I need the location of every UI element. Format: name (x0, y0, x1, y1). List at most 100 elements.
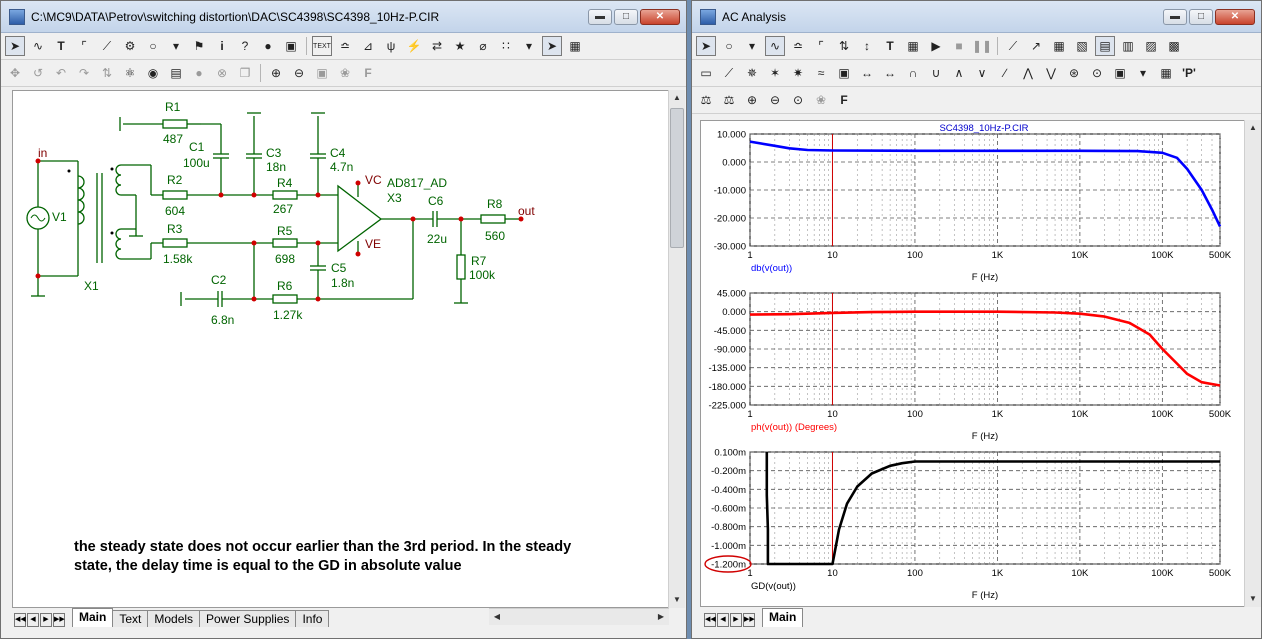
grid-lines-icon[interactable]: ▨ (1145, 39, 1157, 53)
tab-power-supplies[interactable]: Power Supplies (199, 610, 297, 627)
text-box-icon[interactable]: TEXT (312, 36, 332, 56)
high-move-icon[interactable]: ∧ (954, 66, 964, 80)
prev-tab-icon[interactable]: ◀ (27, 613, 39, 627)
dropdown-arrow-icon[interactable]: ▾ (172, 39, 180, 53)
tokens-icon[interactable]: ⟋ (724, 65, 734, 80)
run-icon[interactable]: ▶ (931, 39, 941, 53)
select-mode-icon[interactable]: ➤ (5, 36, 25, 56)
first-tab-icon[interactable]: ◀◀ (14, 613, 26, 627)
tab-text[interactable]: Text (112, 610, 149, 627)
ac-select-icon[interactable]: ➤ (696, 36, 716, 56)
scroll-right-icon[interactable]: ▶ (657, 612, 665, 621)
peak-icon[interactable]: ✵ (746, 66, 758, 80)
cursor-mode-icon[interactable]: ≏ (792, 39, 804, 53)
cancel-icon[interactable]: ⊗ (216, 66, 228, 80)
ac-palette-icon[interactable]: ❀ (815, 93, 827, 107)
valley-move-icon[interactable]: ∪ (931, 66, 941, 80)
scroll-left-icon[interactable]: ◀ (493, 612, 501, 621)
ac-prev-tab-icon[interactable]: ◀ (717, 613, 729, 627)
ac-zoom-in-icon[interactable]: ⊕ (746, 93, 758, 107)
last-tab-icon[interactable]: ▶▶ (53, 613, 65, 627)
zoom-in-icon[interactable]: ⊕ (270, 66, 282, 80)
pause-icon[interactable]: ❚❚ (971, 39, 993, 53)
ac-font-icon[interactable]: F (840, 93, 848, 107)
point-tag-icon[interactable]: ⌜ (818, 39, 824, 53)
minor-grid-icon[interactable]: ▤ (1095, 36, 1115, 56)
schematic-horizontal-scrollbar[interactable]: ◀ ▶ (489, 608, 669, 625)
ortho-wire-icon[interactable]: ⌜ (81, 39, 87, 53)
flag-icon[interactable]: ⚑ (193, 39, 205, 53)
properties-icon[interactable]: ▦ (569, 39, 581, 53)
data-points-icon[interactable]: ▭ (700, 66, 712, 80)
ac-camera-icon[interactable]: ▣ (1114, 66, 1126, 80)
vertical-tag-icon[interactable]: ↕ (864, 39, 870, 53)
tab-main[interactable]: Main (72, 608, 114, 627)
ac-zoom-out-icon[interactable]: ⊖ (769, 93, 781, 107)
scale-y-icon[interactable]: ⚖ (723, 93, 735, 107)
ac-more-icon[interactable]: ▾ (1139, 66, 1147, 80)
pin-connections-icon[interactable]: ⚡ (406, 39, 422, 53)
ac-next-tab-icon[interactable]: ▶ (730, 613, 742, 627)
diagonal-wire-icon[interactable]: ⟋ (102, 38, 112, 53)
horizontal-tag-icon[interactable]: ⇅ (838, 39, 850, 53)
schematic-vertical-scrollbar[interactable]: ▲ ▼ (668, 90, 685, 608)
redo-icon[interactable]: ↷ (78, 66, 90, 80)
palette-icon[interactable]: ❀ (339, 66, 351, 80)
move-icon[interactable]: ✥ (9, 66, 21, 80)
ac-maximize-button[interactable]: □ (1189, 8, 1213, 25)
attribute-text-icon[interactable]: ⊿ (362, 39, 374, 53)
top-icon[interactable]: ⊛ (1068, 66, 1080, 80)
global-low-icon[interactable]: ⋁ (1046, 66, 1056, 80)
low-icon[interactable]: ≈ (817, 66, 825, 80)
stop-icon[interactable]: ● (195, 66, 203, 80)
ac-first-tab-icon[interactable]: ◀◀ (704, 613, 716, 627)
font-icon[interactable]: F (364, 66, 372, 80)
close-button[interactable]: ✕ (640, 8, 680, 25)
inflection-icon[interactable]: ▣ (838, 66, 850, 80)
next-tab-icon[interactable]: ▶ (40, 613, 52, 627)
ac-tab-main[interactable]: Main (762, 608, 804, 627)
high-icon[interactable]: ✷ (792, 66, 804, 80)
zoom-out-icon[interactable]: ⊖ (293, 66, 305, 80)
scope-icon[interactable]: ▩ (1168, 39, 1180, 53)
zoom-fit-icon[interactable]: ⊙ (792, 93, 804, 107)
ac-text-icon[interactable]: T (886, 39, 894, 53)
table-icon[interactable]: ▦ (1053, 39, 1065, 53)
graphics-icon[interactable]: ○ (149, 39, 157, 53)
ac-vertical-scrollbar[interactable]: ▲ ▼ (1244, 120, 1261, 607)
scroll-down-icon[interactable]: ▼ (673, 595, 681, 604)
copy-icon[interactable]: ❐ (239, 66, 251, 80)
left-arrow-icon[interactable]: ↔ (861, 66, 873, 80)
pin-markers-icon[interactable]: ⌀ (479, 39, 487, 53)
peak-move-icon[interactable]: ∩ (908, 66, 918, 80)
info-icon[interactable]: i (220, 39, 224, 53)
ac-close-button[interactable]: ✕ (1215, 8, 1255, 25)
power-flow-icon[interactable]: ★ (454, 39, 466, 53)
ac-last-tab-icon[interactable]: ▶▶ (743, 613, 755, 627)
node-numbers-icon[interactable]: ≏ (339, 39, 351, 53)
global-high-icon[interactable]: ⋀ (1023, 66, 1033, 80)
undo-icon[interactable]: ↶ (55, 66, 67, 80)
low-move-icon[interactable]: ∨ (977, 66, 987, 80)
performance-icon[interactable]: 'P' (1182, 66, 1196, 80)
ac-titlebar[interactable]: AC Analysis ▬ □ ✕ (692, 1, 1261, 33)
ac-table-icon[interactable]: ▦ (1160, 66, 1172, 80)
probe-icon[interactable]: ▣ (285, 39, 297, 53)
current-flow-icon[interactable]: ⇄ (431, 39, 443, 53)
ac-scroll-up-icon[interactable]: ▲ (1249, 123, 1257, 132)
binoculars-icon[interactable]: ◉ (147, 66, 159, 80)
minimize-button[interactable]: ▬ (588, 8, 612, 25)
grid-view-icon[interactable]: ▧ (1076, 39, 1088, 53)
ac-scroll-down-icon[interactable]: ▼ (1249, 594, 1257, 603)
grid-icon[interactable]: ∷ (502, 39, 510, 53)
schematic-titlebar[interactable]: C:\MC9\DATA\Petrov\switching distortion\… (1, 1, 686, 33)
component-icon[interactable]: ⚙ (124, 39, 136, 53)
ac-dropdown-icon[interactable]: ▾ (748, 39, 756, 53)
camera-icon[interactable]: ▣ (316, 66, 328, 80)
rotate-icon[interactable]: ↺ (32, 66, 44, 80)
wire-mode-icon[interactable]: ∿ (32, 39, 44, 53)
help-icon[interactable]: ? (241, 39, 249, 53)
mirror-icon[interactable]: ⇅ (101, 66, 113, 80)
grid-text-icon[interactable]: ψ (386, 39, 396, 53)
